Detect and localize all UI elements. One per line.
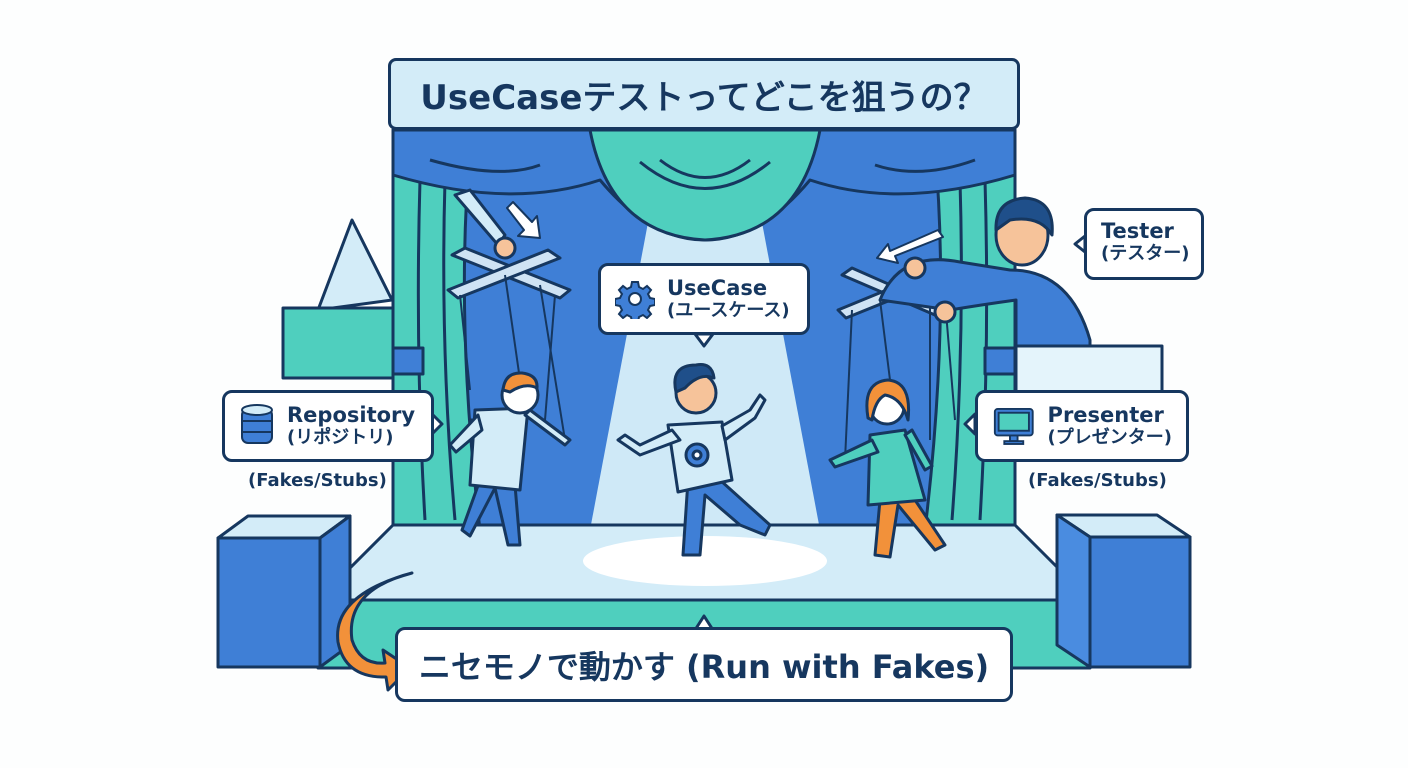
monitor-icon	[993, 408, 1034, 445]
repository-note: (Fakes/Stubs)	[248, 470, 387, 491]
page-title: UseCaseテストってどこを狙うの？	[420, 77, 988, 118]
bottom-banner: ニセモノで動かす (Run with Fakes)	[395, 627, 1013, 702]
arrow-down-right	[506, 201, 541, 239]
presenter-kana: (プレゼンター)	[1047, 427, 1172, 448]
usecase-name: UseCase	[667, 276, 768, 300]
triangle-block	[316, 218, 394, 312]
arrow-down-left	[876, 229, 944, 264]
valance-center	[588, 128, 822, 242]
gear-icon	[615, 281, 655, 319]
cube-left	[216, 536, 322, 669]
hand-left	[453, 188, 507, 247]
usecase-label: UseCase (ユースケース)	[598, 263, 810, 335]
puppet-usecase	[616, 363, 772, 557]
tester-kana: (テスター)	[1101, 243, 1190, 264]
tester-label: Tester (テスター)	[1084, 208, 1204, 280]
puppet-left	[448, 371, 572, 547]
title-banner: UseCaseテストってどこを狙うの？	[388, 58, 1020, 130]
cube-right	[1088, 535, 1192, 669]
puppet-right	[828, 378, 947, 559]
repository-label: Repository (リポジトリ)	[222, 390, 434, 462]
repository-name: Repository	[287, 403, 416, 427]
usecase-kana: (ユースケース)	[667, 300, 790, 321]
presenter-name: Presenter	[1047, 403, 1164, 427]
tester-figure	[878, 196, 1092, 348]
presenter-note: (Fakes/Stubs)	[1028, 470, 1167, 491]
tester-name: Tester	[1101, 219, 1174, 243]
repository-kana: (リポジトリ)	[287, 427, 394, 448]
database-icon	[241, 404, 273, 444]
presenter-label: Presenter (プレゼンター)	[975, 390, 1189, 462]
spotlight-circle	[583, 536, 827, 586]
bottom-banner-text: ニセモノで動かす (Run with Fakes)	[418, 647, 990, 686]
teal-block-left	[281, 306, 395, 380]
